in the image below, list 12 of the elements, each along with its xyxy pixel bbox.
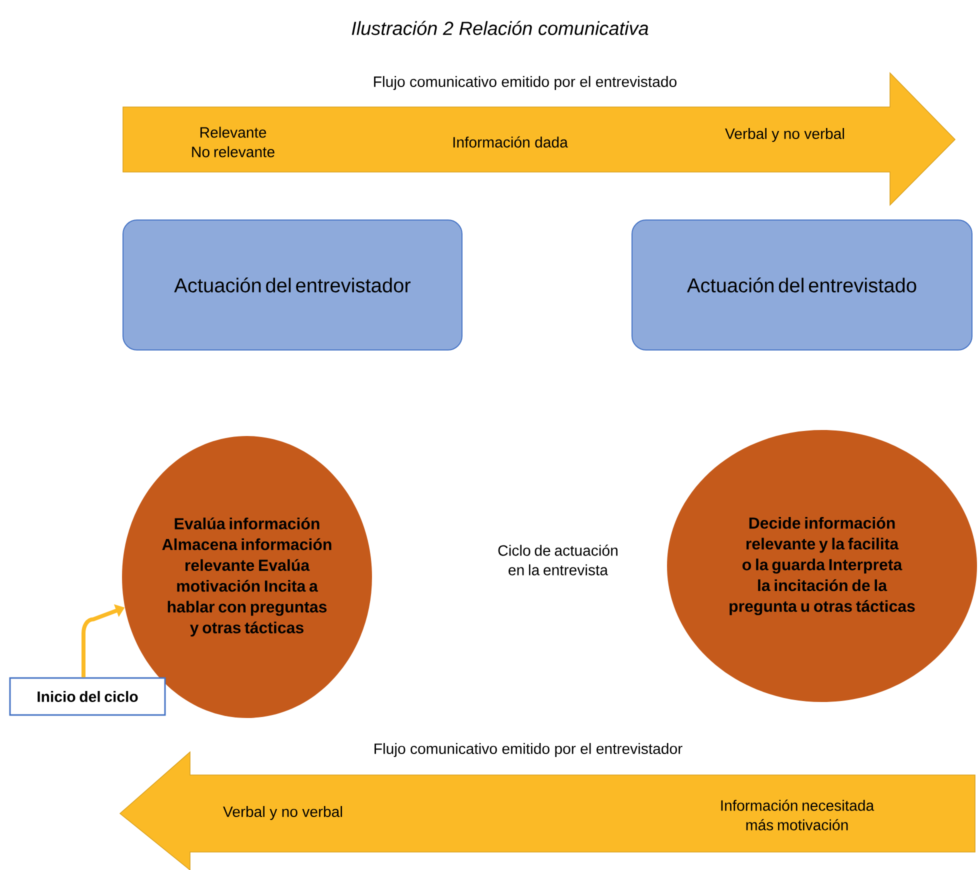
start-box: Inicio del ciclo bbox=[9, 677, 166, 716]
arrow-heading: Flujo comunicativo emitido por el entrevistador bbox=[374, 743, 682, 757]
arrow-text: Información dada bbox=[453, 136, 568, 148]
rounded-box: Actuación del entrevistador bbox=[122, 220, 462, 350]
arrow-text: Verbal y no verbal bbox=[223, 806, 342, 820]
arrow-text: Verbal y no verbal bbox=[725, 128, 844, 142]
title: Ilustración 2 Relación comunicativa bbox=[352, 20, 648, 36]
rounded-box: Actuación del entrevistado bbox=[632, 220, 973, 350]
arrow-text: Información necesitada más motivación bbox=[721, 800, 874, 830]
label: Ciclo de actuación en la entrevista bbox=[498, 544, 618, 576]
arrow-heading: Flujo comunicativo emitido por el entrevistado bbox=[374, 76, 676, 90]
arrow-text: Relevante No relevante bbox=[192, 126, 274, 158]
